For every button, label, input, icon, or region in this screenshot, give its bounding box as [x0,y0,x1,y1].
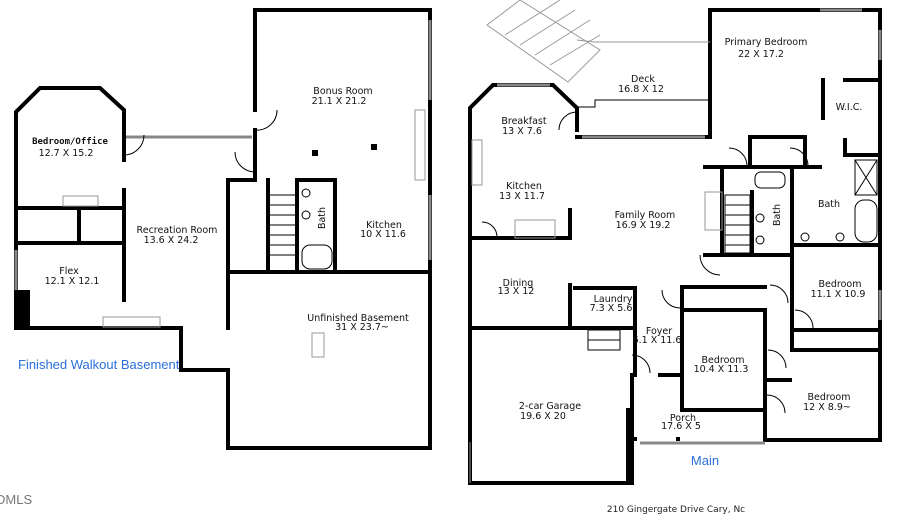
room-deck-size: 16.8 X 12 [618,84,664,95]
room-bedroom-office-name: Bedroom/Office [32,136,108,147]
room-dining-name: Dining [503,278,534,289]
room-flex-name: Flex [59,266,79,277]
room-porch-name: Porch [670,413,696,424]
room-bedroom4-name: Bedroom [808,392,851,403]
room-recreation-name: Recreation Room [137,225,218,236]
room-foyer-name: Foyer [646,326,672,337]
room-deck-name: Deck [631,74,655,85]
room-porch-size: 17.6 X 5 [661,421,701,432]
room-garage-name: 2-car Garage [519,401,581,412]
watermark: DMLS [0,492,32,507]
room-bath-name: Bath [317,207,328,229]
basement-plan: Bedroom/Office 12.7 X 15.2 Recreation Ro… [14,8,432,450]
room-bedroom3-size: 10.4 X 11.3 [694,364,749,375]
room-bath-primary-name: Bath [818,199,840,210]
room-bedroom-office-size: 12.7 X 15.2 [39,148,94,159]
room-foyer-size: 6.1 X 11.6 [633,335,682,346]
room-kitchen-name: Kitchen [506,181,542,192]
room-laundry-size: 7.3 X 5.6 [590,303,633,314]
room-flex-size: 12.1 X 12.1 [45,276,100,287]
room-primary-bedroom-name: Primary Bedroom [725,37,808,48]
room-bedroom2-size: 11.1 X 10.9 [811,289,866,300]
main-plan: Primary Bedroom 22 X 17.2 Deck 16.8 X 12… [468,0,882,485]
room-bath-hall-name: Bath [772,204,783,226]
room-family-name: Family Room [615,210,676,221]
room-unfinished-name: Unfinished Basement [307,313,409,324]
room-garage-size: 19.6 X 20 [520,411,566,422]
room-kitchen-name: Kitchen [366,220,402,231]
room-kitchen-size: 13 X 11.7 [499,191,545,202]
room-unfinished-size: 31 X 23.7~ [335,322,389,333]
room-breakfast-name: Breakfast [501,116,546,127]
room-wic-name: W.I.C. [836,102,863,113]
room-bedroom3-name: Bedroom [702,355,745,366]
room-bonus-size: 21.1 X 21.2 [312,96,367,107]
room-breakfast-size: 13 X 7.6 [502,126,542,137]
main-caption: Main [691,453,719,468]
room-dining-size: 13 X 12 [498,286,535,297]
room-family-size: 16.9 X 19.2 [616,220,671,231]
room-bonus-name: Bonus Room [313,86,372,97]
room-recreation-size: 13.6 X 24.2 [144,235,199,246]
basement-caption: Finished Walkout Basement [18,357,180,372]
address: 210 Gingergate Drive Cary, Nc [607,505,745,515]
room-bedroom2-name: Bedroom [819,279,862,290]
room-bedroom4-size: 12 X 8.9~ [803,402,851,413]
room-laundry-name: Laundry [594,294,633,305]
room-primary-bedroom-size: 22 X 17.2 [738,49,784,60]
room-kitchen-size: 10 X 11.6 [360,229,406,240]
